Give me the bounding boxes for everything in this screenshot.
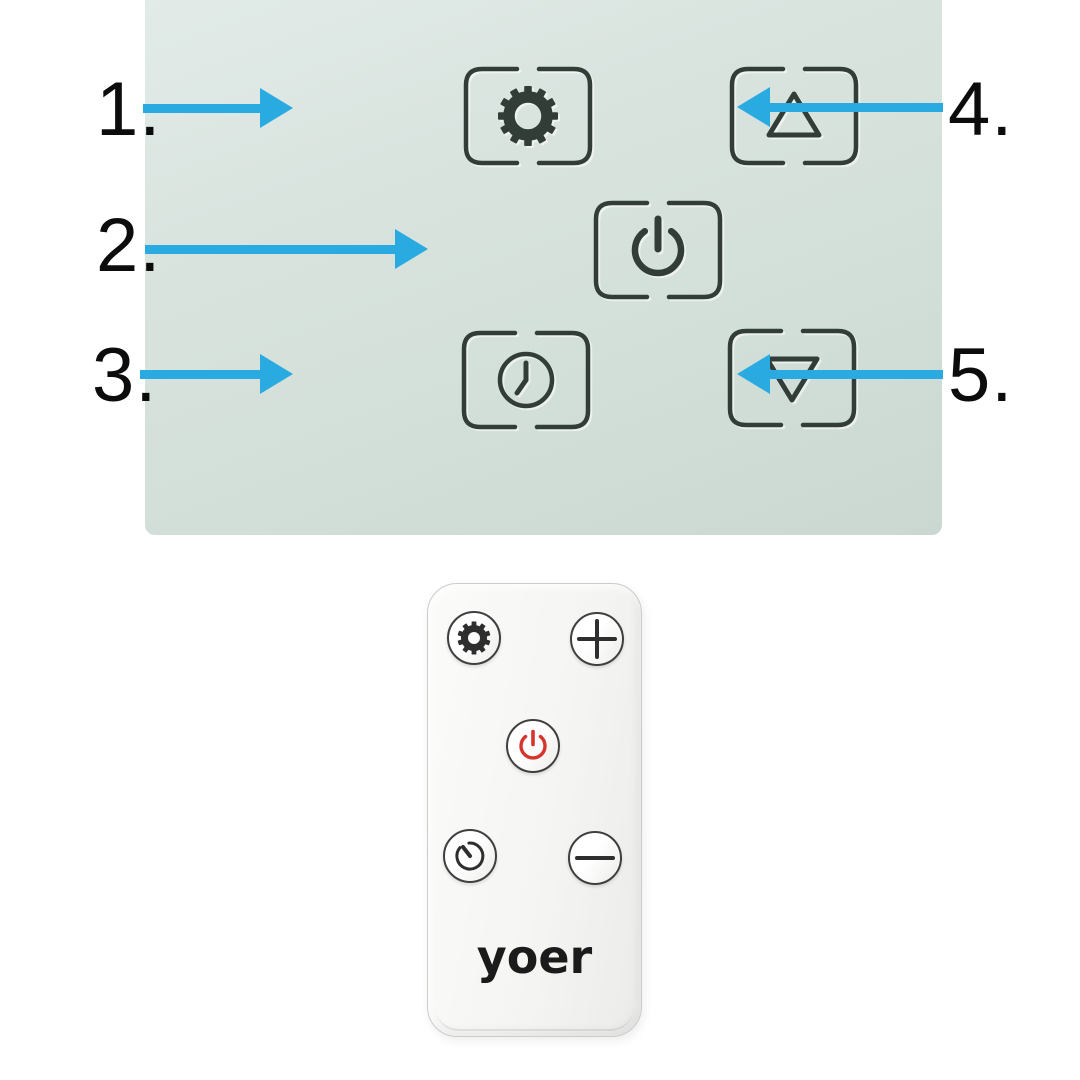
callout-label-4: 4.	[948, 67, 1014, 152]
panel-power-button[interactable]	[593, 200, 723, 300]
clock-icon	[461, 330, 591, 430]
remote-plus-button[interactable]	[570, 612, 624, 666]
plus-icon	[577, 619, 617, 659]
power-icon	[519, 729, 547, 760]
gear-icon	[463, 66, 593, 166]
power-icon	[593, 200, 723, 300]
remote-settings-button[interactable]	[447, 611, 501, 665]
remote-control: yoer	[427, 583, 642, 1037]
callout-arrow-3	[140, 354, 293, 394]
brand-logo: yoer	[476, 930, 593, 984]
panel-up-button[interactable]	[729, 66, 859, 166]
remote-minus-button[interactable]	[568, 831, 622, 885]
gear-icon	[457, 621, 491, 655]
minus-icon	[575, 856, 615, 860]
remote-timer-button[interactable]	[443, 829, 497, 883]
callout-label-5: 5.	[948, 333, 1014, 418]
callout-arrow-1	[143, 88, 293, 128]
remote-power-button[interactable]	[506, 719, 560, 773]
panel-settings-button[interactable]	[463, 66, 593, 166]
triangle-up-icon	[729, 66, 859, 166]
callout-arrow-4	[737, 87, 943, 127]
timer-icon	[455, 841, 485, 871]
panel-timer-button[interactable]	[461, 330, 591, 430]
callout-arrow-2	[145, 229, 428, 269]
callout-arrow-5	[737, 354, 943, 394]
